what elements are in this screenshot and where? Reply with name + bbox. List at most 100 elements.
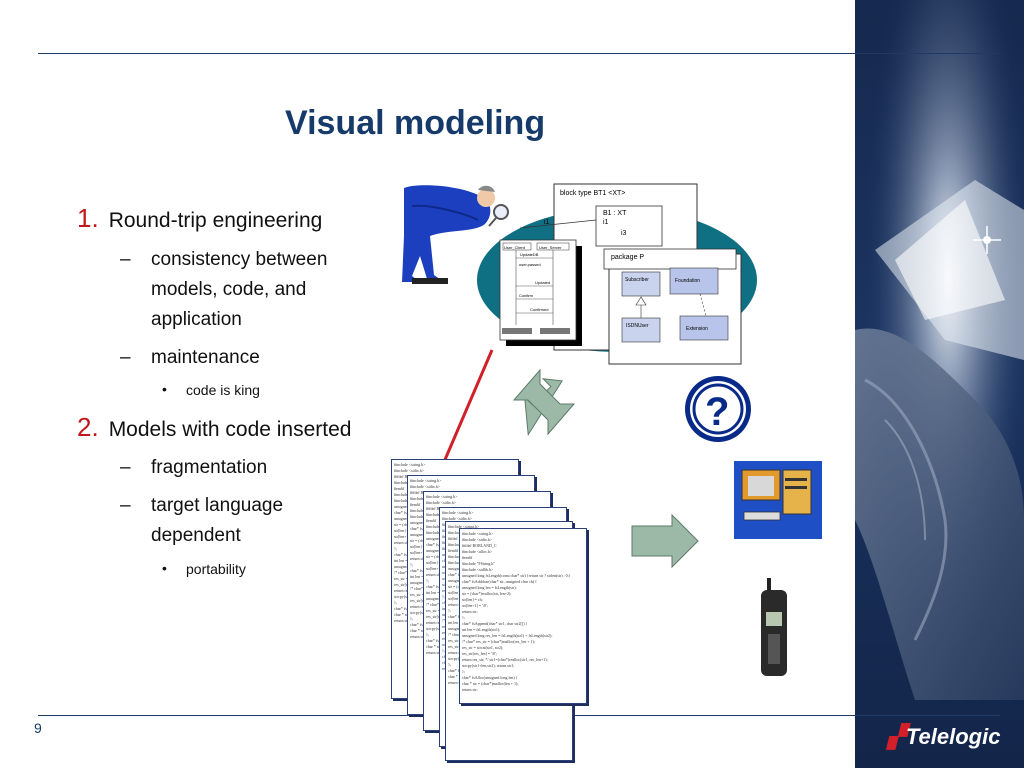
- code-line: str[len+1] = '\0';: [394, 534, 420, 539]
- svg-text:ISDNUser: ISDNUser: [626, 323, 649, 329]
- red-connector-line: [442, 349, 494, 463]
- code-line: };: [448, 608, 452, 613]
- logo-mark-icon: ▞: [888, 724, 905, 749]
- bullet-label-1: Round-trip engineering: [108, 209, 323, 232]
- code-line: return str;: [410, 634, 426, 639]
- computer-icon: [734, 461, 822, 539]
- svg-text:i1: i1: [544, 219, 550, 226]
- subsub-bullet-portability: •portability: [162, 560, 246, 577]
- code-line: #include <stdio.h>: [410, 484, 441, 489]
- code-line: #include <stdio.h>: [394, 468, 425, 473]
- svg-text:user.passed: user.passed: [519, 262, 541, 267]
- code-line: str[len] = ch;: [410, 544, 431, 549]
- code-line: };: [410, 562, 414, 567]
- code-line: #endif: [426, 518, 437, 523]
- code-line: #include <stdio.h>: [426, 500, 457, 505]
- code-line: unsigned long res_len = fsLength(str1) +…: [462, 633, 553, 638]
- svg-text:Foundation: Foundation: [675, 278, 700, 284]
- code-line: return str;: [448, 680, 464, 685]
- svg-text:?: ?: [705, 390, 729, 434]
- right-arrow: [631, 513, 699, 569]
- code-line: #include <string.h>: [426, 494, 458, 499]
- svg-text:Subscriber: Subscriber: [625, 277, 649, 283]
- code-line: return str;: [448, 602, 464, 607]
- code-line: };: [442, 594, 446, 599]
- code-line: };: [394, 600, 398, 605]
- crystal-hand-image: [855, 0, 1024, 768]
- code-line: #include <string.h>: [448, 524, 480, 529]
- slide-title: Visual modeling: [285, 104, 546, 142]
- code-line: };: [426, 578, 430, 583]
- code-line: return str;: [462, 687, 478, 692]
- code-line: return str;: [426, 572, 442, 577]
- sub-bullet-consistency: –consistency between models, code, and a…: [120, 249, 328, 330]
- code-line: strcpy(str1+len,str2); return str1;: [462, 663, 515, 668]
- code-line: };: [394, 546, 398, 551]
- code-line: str[len+1] = '\0';: [462, 603, 488, 608]
- code-line: str[len] = ch;: [426, 560, 447, 565]
- code-line: };: [442, 648, 446, 653]
- bullet-item-2: 2. Models with code inserted: [77, 412, 351, 443]
- code-line: };: [410, 616, 414, 621]
- code-line: #ifdef BORLAND_C: [462, 543, 497, 548]
- code-line: str[len] = ch;: [448, 590, 469, 595]
- code-line: str[len+1] = '\0';: [426, 566, 452, 571]
- bullet-number-2: 2.: [77, 412, 99, 442]
- code-line: res_str[res_len] = '\0';: [462, 651, 497, 656]
- code-line: return str;: [410, 556, 426, 561]
- code-line: return str;: [394, 540, 410, 545]
- code-line: #include <stdio.h>: [462, 537, 493, 542]
- code-line: char* fsAlloc(unsigned long len) {: [462, 675, 518, 680]
- code-line: #include <string.h>: [462, 531, 494, 536]
- sub-bullet-maintenance: –maintenance: [120, 347, 260, 368]
- mobile-phone-icon: [761, 578, 787, 676]
- code-line: #endif: [462, 555, 473, 560]
- question-mark-icon: ?: [685, 376, 751, 442]
- code-line: return res_str; */ str1=(char*)realloc(s…: [462, 657, 548, 662]
- bullet-number-1: 1.: [77, 203, 99, 233]
- svg-text:Extension: Extension: [686, 326, 708, 332]
- svg-text:i3: i3: [621, 230, 627, 237]
- telelogic-logo: ▞Telelogic: [888, 724, 1001, 749]
- code-line: #include <string.h>: [410, 478, 442, 483]
- code-sheet-6: #include <string.h>#include <stdio.h>#if…: [459, 528, 587, 704]
- code-line: };: [462, 669, 466, 674]
- code-line: /* char* res_str = (char*)malloc(res_len…: [462, 639, 535, 644]
- svg-text:UpdateDB: UpdateDB: [520, 252, 539, 257]
- svg-text:i1: i1: [603, 219, 609, 226]
- block-title: block type BT1 <XT>: [560, 190, 625, 197]
- code-line: char* fsAddchar(char* str, unsigned char…: [462, 579, 537, 584]
- code-line: return str;: [462, 609, 478, 614]
- code-line: };: [426, 632, 430, 637]
- code-line: #include <string.h>: [442, 510, 474, 515]
- svg-text:B1 : XT: B1 : XT: [603, 210, 627, 217]
- code-line: #include <stdlib.h>: [462, 567, 494, 572]
- page-number: 9: [34, 720, 42, 736]
- svg-text:Confirm: Confirm: [519, 293, 534, 298]
- code-line: unsigned long fsLength(const char* str) …: [462, 573, 571, 578]
- code-line: };: [448, 662, 452, 667]
- code-line: char * str = (char*)malloc(len + 1);: [462, 681, 519, 686]
- code-line: return str;: [426, 650, 442, 655]
- bullet-item-1: 1. Round-trip engineering: [77, 203, 322, 234]
- svg-text:Confirmed: Confirmed: [530, 307, 548, 312]
- code-line: #endif: [448, 548, 459, 553]
- code-line: return str;: [394, 618, 410, 623]
- subsub-bullet-code-is-king: •code is king: [162, 381, 260, 398]
- bullet-label-2: Models with code inserted: [108, 418, 352, 441]
- code-line: unsigned long len = fsLength(str);: [462, 585, 517, 590]
- svg-text:User_Server: User_Server: [539, 245, 562, 250]
- sub-bullet-target-language: –target language dependent: [120, 495, 284, 546]
- msc-sequence-diagram: User_Client User_Server UpdateDB user.pa…: [499, 239, 582, 346]
- man-with-magnifier-clipart: [402, 185, 509, 284]
- code-line: str[len] = ch;: [462, 597, 483, 602]
- code-line: #include <alloc.h>: [462, 549, 493, 554]
- top-rule: [38, 53, 1000, 54]
- uml-class-diagram: package P Subscriber Foundation ISDNUser…: [603, 248, 742, 365]
- code-line: #endif: [394, 486, 405, 491]
- code-line: str[len+1] = '\0';: [410, 550, 436, 555]
- code-line: #include <string.h>: [394, 462, 426, 467]
- svg-text:package P: package P: [611, 254, 644, 261]
- code-line: #endif: [410, 502, 421, 507]
- code-line: #include <stdio.h>: [442, 516, 473, 521]
